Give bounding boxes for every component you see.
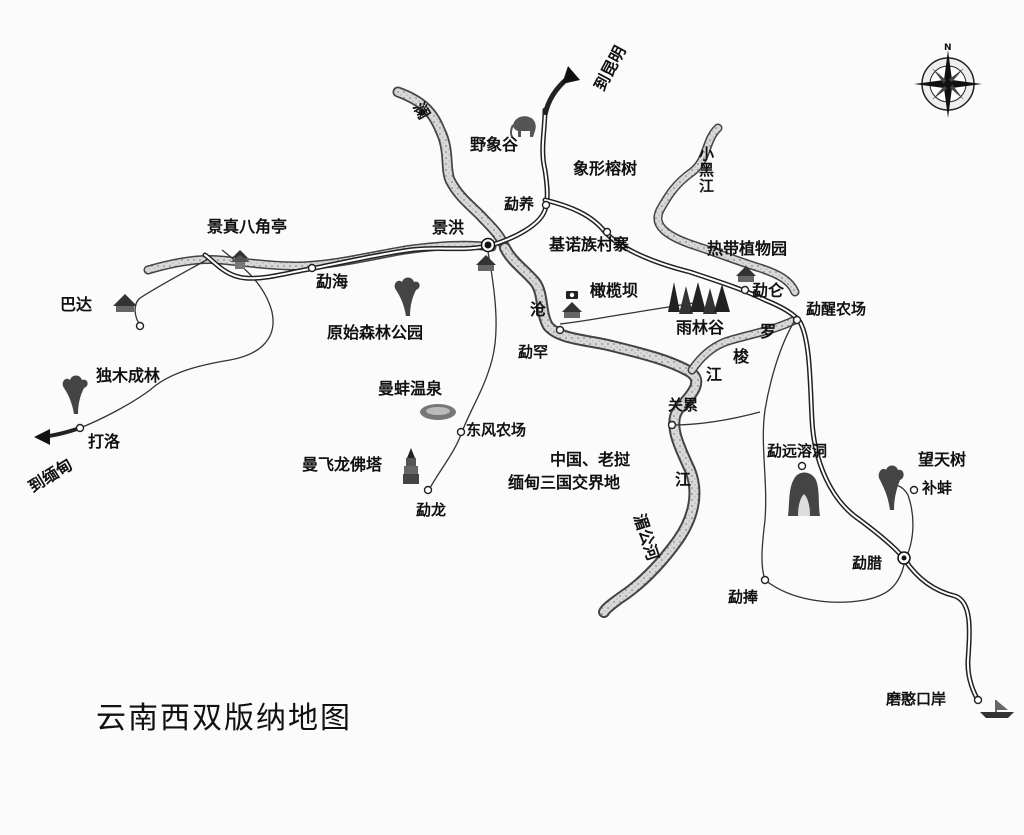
label-rainforest-valley: 雨林谷 [676,318,725,337]
label-jinuo-village: 基诺族村寨 [549,235,630,254]
label-dumu-chenglin: 独木成林 [96,366,161,385]
tree-icon-wangtian [878,465,904,510]
dot-menghai [307,263,317,273]
label-manfeilong-pagoda: 曼飞龙佛塔 [302,455,383,474]
tree-icon-dumu [62,375,88,414]
label-mengpeng: 勐捧 [728,588,759,606]
dot-jinuo [602,227,612,237]
label-bada: 巴达 [60,295,93,314]
dot-menghan [555,325,565,335]
label-river-lancang-1: 沧 [530,300,547,319]
label-wangtianshu: 望天树 [918,450,967,469]
forest-icon [668,282,730,314]
label-river-luosuo-1: 罗 [760,322,777,341]
label-bubang: 补蚌 [922,479,953,497]
river-lancang-upper [392,86,511,254]
arrow-to-kunming [542,66,580,116]
pagoda-icon [403,448,419,484]
city-jinghong-center [484,241,492,249]
label-menghai: 勐海 [316,272,349,291]
compass-rose [914,50,982,118]
main-roads [202,107,981,703]
label-river-mekong-lower: 江 [675,470,692,489]
elephant-icon [509,116,536,138]
label-daluo: 打洛 [88,432,121,451]
label-menglong: 勐龙 [416,501,447,519]
label-dongfeng-farm: 东风农场 [466,421,527,439]
label-ganlanba: 橄榄坝 [590,281,639,300]
label-river-xiaoheijiang: 小黑江 [697,146,715,194]
label-xiangxing-rongshu: 象形榕树 [573,159,638,178]
major-city-markers [480,237,911,565]
label-mengyang: 勐养 [504,195,535,213]
temple-icon-jinghong [476,255,496,271]
dot-dongfeng [456,427,466,437]
label-jinghong: 景洪 [432,218,465,237]
camera-icon [566,291,578,299]
temple-icon-bada [113,294,137,312]
dot-daluo [75,423,85,433]
tree-icon-primeval [394,277,420,316]
destination-arrows [34,66,580,445]
waypoints [75,200,983,705]
minor-roads [79,249,914,603]
arrow-to-myanmar [34,426,81,445]
boat-icon [980,700,1014,718]
label-mengxing-farm: 勐醒农场 [806,300,867,318]
dot-mohan [973,695,983,705]
label-menglun: 勐仑 [752,281,785,300]
dot-mengyang [541,200,551,210]
icons [62,116,1014,718]
label-tri-border-2: 缅甸三国交界地 [508,473,621,492]
dot-mengyuan [797,461,807,471]
river-lancang-main [499,242,703,618]
temple-icon-tropical [736,266,756,282]
temple-icon-ganlanba [562,302,582,318]
label-tri-border: 中国、老挝 [550,450,631,469]
hotspring-icon [420,404,456,420]
dot-mengxing [792,315,802,325]
label-jingzhen-pavilion: 景真八角亭 [207,217,288,236]
label-mohan-port: 磨憨口岸 [886,690,947,708]
label-yexianggu: 野象谷 [470,135,519,154]
dot-guanlei [667,420,677,430]
dot-menglun [740,285,750,295]
label-tropical-garden: 热带植物园 [707,239,788,258]
label-primeval-forest: 原始森林公园 [327,323,424,342]
label-river-luosuo-2: 梭 [733,347,750,366]
river-luosuo [687,315,800,375]
label-river-luosuo-3: 江 [706,365,723,384]
dot-mengpeng [760,575,770,585]
dot-menglong [423,485,433,495]
label-guanlei: 关累 [668,396,699,414]
label-mengla: 勐腊 [852,554,883,572]
label-menghan: 勐罕 [518,343,549,361]
label-manbeng-hotspring: 曼蚌温泉 [378,379,443,398]
compass-north-label: N [944,43,952,53]
city-mengla-center [901,555,907,561]
label-mengyuan-cave: 勐远溶洞 [767,442,828,460]
dot-bubang [909,485,919,495]
river-xiaoheijiang [653,123,800,297]
map-title: 云南西双版纳地图 [96,701,352,736]
cave-icon [788,472,820,516]
pavilion-icon [230,250,250,269]
dot-bada [135,321,145,331]
